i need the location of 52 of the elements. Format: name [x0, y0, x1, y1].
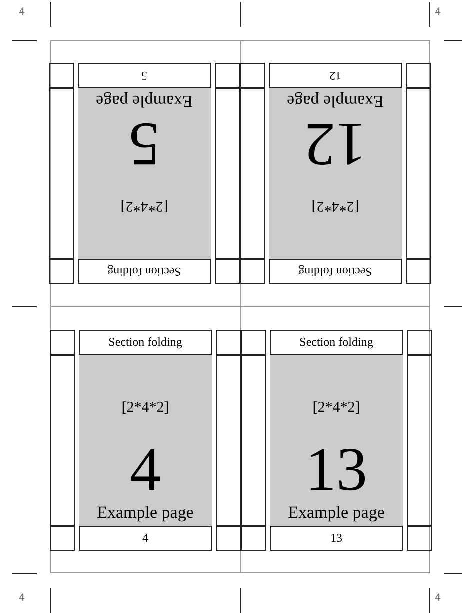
page-number-numeral: 4 — [130, 439, 161, 501]
margin-box — [215, 259, 240, 284]
margin-box — [216, 330, 241, 355]
margin-box — [240, 88, 265, 259]
page-number-numeral: 5 — [129, 113, 160, 175]
page-caption: Example page — [96, 94, 193, 110]
margin-box — [240, 63, 265, 88]
margin-box — [240, 259, 265, 284]
margin-box — [407, 330, 432, 355]
margin-box — [406, 88, 431, 259]
margin-box — [241, 355, 266, 526]
margin-box — [215, 63, 240, 88]
folio-box: 12 — [269, 63, 402, 88]
margin-box — [407, 526, 432, 551]
margin-box — [215, 88, 240, 259]
margin-box — [406, 63, 431, 88]
page-area — [79, 355, 212, 526]
page-area — [269, 88, 402, 259]
margin-box — [50, 355, 75, 526]
page-number-numeral: 13 — [306, 439, 368, 501]
margin-box — [50, 526, 75, 551]
folio-box: 13 — [270, 526, 403, 551]
margin-box — [216, 526, 241, 551]
margin-box — [50, 330, 75, 355]
page-area — [270, 355, 403, 526]
margin-box — [49, 259, 74, 284]
page-number-numeral: 12 — [304, 113, 366, 175]
page-heading-text: [2*4*2] — [312, 400, 360, 416]
margin-box — [49, 88, 74, 259]
margin-box — [241, 330, 266, 355]
folio-box: 5 — [78, 63, 211, 88]
folio-box: 4 — [79, 526, 212, 551]
margin-box — [241, 526, 266, 551]
header-box: Section folding — [269, 259, 402, 284]
margin-box — [406, 259, 431, 284]
sheet-number: 4 — [19, 8, 26, 18]
header-box: Section folding — [270, 330, 403, 355]
margin-box — [407, 355, 432, 526]
header-box: Section folding — [79, 330, 212, 355]
sheet-number: 4 — [435, 594, 442, 604]
sheet-number: 4 — [435, 8, 442, 18]
page-area — [78, 88, 211, 259]
margin-box — [49, 63, 74, 88]
header-box: Section folding — [78, 259, 211, 284]
page-caption: Example page — [288, 504, 385, 520]
page-caption: Example page — [97, 504, 194, 520]
page-heading-text: [2*4*2] — [122, 400, 170, 416]
page-heading-text: [2*4*2] — [312, 198, 360, 214]
page-caption: Example page — [287, 94, 384, 110]
page-heading-text: [2*4*2] — [120, 198, 168, 214]
sheet-number: 4 — [19, 594, 26, 604]
margin-box — [216, 355, 241, 526]
